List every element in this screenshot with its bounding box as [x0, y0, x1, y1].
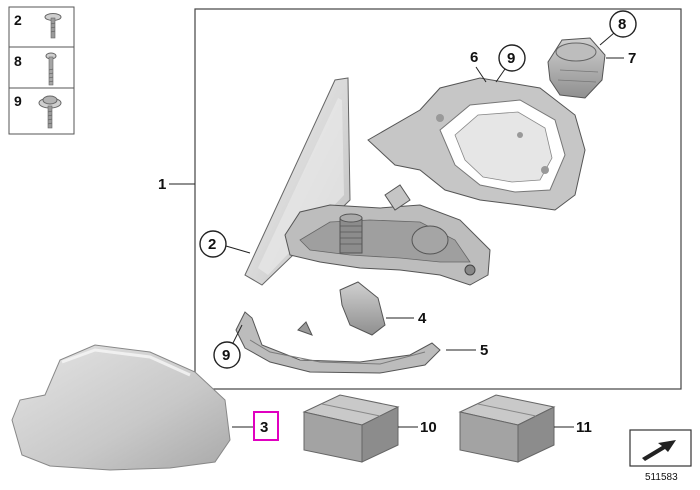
mirror-base-motor-icon	[284, 184, 491, 286]
callout-11: 11	[576, 419, 592, 436]
leader-line	[225, 245, 251, 254]
mirror-motor-icon	[547, 37, 606, 99]
navigation-arrow-icon[interactable]	[629, 429, 692, 467]
leader-line	[232, 324, 243, 344]
callout-9-bottom: 9	[222, 347, 230, 364]
trim-strip-icon	[235, 311, 441, 374]
callout-circle-8	[609, 10, 637, 38]
legend-number-2: 2	[14, 12, 22, 28]
screw-icon	[44, 13, 62, 39]
reference-number: 511583	[645, 472, 678, 483]
legend-number-9: 9	[14, 93, 22, 109]
leader-line	[599, 32, 615, 46]
legend-frame	[8, 6, 75, 135]
callout-6: 6	[470, 49, 478, 66]
leader-line	[495, 68, 506, 83]
flange-screw-icon	[38, 95, 62, 129]
callout-2: 2	[208, 236, 216, 253]
callout-circle-9-top	[498, 44, 526, 72]
callout-9-top: 9	[507, 50, 515, 67]
assembly-frame	[194, 8, 682, 390]
long-bolt-icon	[45, 52, 57, 86]
callout-5: 5	[480, 342, 488, 359]
callout-4: 4	[418, 310, 427, 327]
callout-circle-2	[199, 230, 227, 258]
callout-circle-9-bottom	[213, 341, 241, 369]
callout-10: 10	[420, 419, 437, 436]
mirror-housing-frame-icon	[367, 77, 586, 211]
leader-line	[475, 66, 487, 83]
callout-3: 3	[260, 419, 268, 436]
parts-box-icon	[302, 394, 400, 463]
mirror-cap-cover-icon	[11, 344, 231, 471]
highlight-frame	[253, 411, 279, 441]
callout-7: 7	[628, 50, 636, 67]
mirror-glass-icon	[244, 77, 351, 286]
legend-number-8: 8	[14, 53, 22, 69]
parts-box-icon	[458, 394, 556, 463]
hardware-legend: 2 8 9	[8, 6, 75, 135]
callout-1: 1	[158, 176, 166, 193]
bracket-icon	[339, 281, 386, 336]
callout-8: 8	[618, 16, 626, 33]
